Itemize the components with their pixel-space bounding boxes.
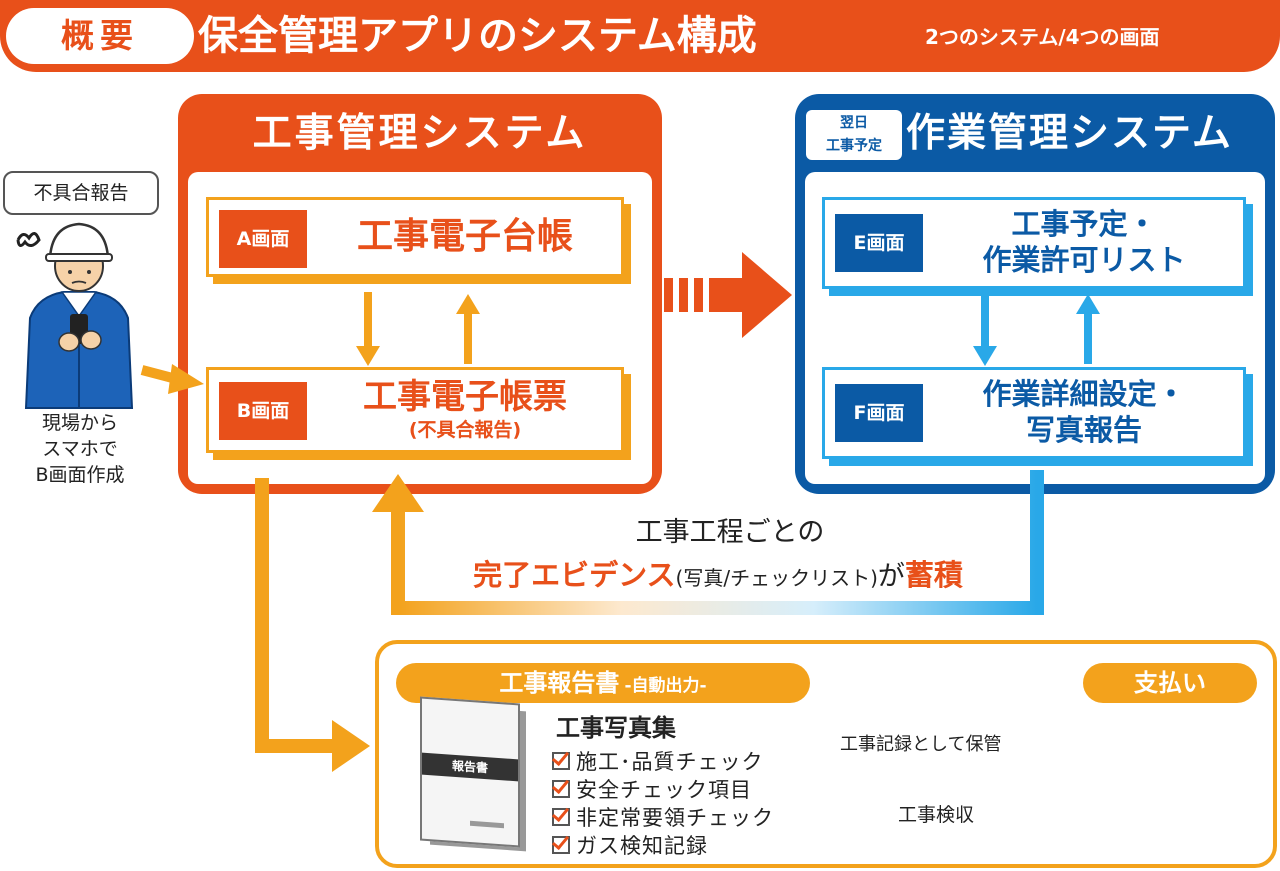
worker-eye-left <box>68 270 72 274</box>
evidence-accumulate: 蓄積 <box>904 558 963 592</box>
page-title: 保全管理アプリのシステム構成 <box>198 13 757 59</box>
worker-mouth <box>71 280 87 284</box>
checkbox-icon <box>552 780 570 798</box>
b-to-a-arrowhead <box>456 294 480 314</box>
next-day-schedule-tag <box>806 110 902 160</box>
checkbox-icon <box>552 752 570 770</box>
fault-report-label: 不具合報告 <box>3 171 159 215</box>
screen-f-card[interactable]: F画面 作業詳細設定・ 写真報告 <box>822 367 1246 459</box>
screen-e-label-line2: 作業許可リスト <box>982 243 1186 277</box>
checkbox-icon <box>552 808 570 826</box>
worker-illustration <box>16 222 134 409</box>
system-arrow-body <box>709 278 745 312</box>
a-to-b-arrowhead <box>356 346 380 366</box>
checklist-item: ガス検知記録 <box>552 832 774 860</box>
system-arrow-stripe-3 <box>694 278 703 312</box>
screen-a-card[interactable]: A画面 工事電子台帳 <box>206 197 624 277</box>
header-bar <box>0 0 1280 72</box>
screen-e-card[interactable]: E画面 工事予定・ 作業許可リスト <box>822 197 1246 289</box>
evidence-highlight: 完了エビデンス <box>473 558 676 592</box>
checkbox-icon <box>552 836 570 854</box>
evidence-line1: 工事工程ごとの <box>635 517 825 548</box>
worker-helmet <box>48 222 110 260</box>
evidence-loop-line <box>391 470 1044 615</box>
checklist-item: 非定常要領チェック <box>552 804 774 832</box>
next-day-schedule-label: 翌日 工事予定 <box>826 115 882 154</box>
worker-hand-left <box>58 332 80 352</box>
screen-f-label-line2: 写真報告 <box>1025 413 1142 447</box>
erp-label: ERP (SAP) <box>1110 770 1252 816</box>
screen-f-tag: F画面 <box>835 384 923 442</box>
page-subtitle: 2つのシステム/4つの画面 <box>925 25 1160 49</box>
inspect-flow-label: 工事検収 <box>890 800 983 827</box>
evidence-detail: (写真/チェックリスト) <box>675 566 878 590</box>
worker-eye-right <box>87 270 91 274</box>
report-flow-line <box>255 478 340 753</box>
screen-f-label-line1: 作業詳細設定・ <box>982 377 1186 411</box>
work-system-title: 作業管理システム <box>906 111 1233 156</box>
report-header: 工事報告書 -自動出力- <box>396 663 810 703</box>
system-arrow-stripe-2 <box>679 278 688 312</box>
checklist-item: 施工･品質チェック <box>552 748 774 776</box>
store-flow-label: 工事記録として保管 <box>840 734 1002 755</box>
screen-e-tag: E画面 <box>835 214 923 272</box>
report-title: 工事報告書 <box>499 669 620 697</box>
screen-b-sublabel: (不具合報告) <box>408 419 522 441</box>
erp-name: ERP <box>1154 770 1208 798</box>
construction-system-title: 工事管理システム <box>252 111 588 156</box>
screen-b-label: 工事電子帳票 <box>363 377 567 417</box>
screen-e-label-line1: 工事予定・ <box>1011 207 1157 241</box>
screen-b-card[interactable]: B画面 工事電子帳票 (不具合報告) <box>206 367 624 453</box>
screen-b-tag: B画面 <box>219 382 307 440</box>
report-flow-arrowhead <box>332 720 370 772</box>
system-arrow-stripe-1 <box>664 278 673 312</box>
overview-badge-label: 概要 <box>61 16 139 55</box>
overview-badge <box>6 8 194 64</box>
report-title-suffix: -自動出力- <box>624 676 707 696</box>
checklist: 施工･品質チェック 安全チェック項目 非定常要領チェック ガス検知記録 <box>552 748 774 860</box>
f-to-e-arrowhead <box>1076 294 1100 314</box>
worker-worry-scribble <box>16 232 41 247</box>
e-to-f-arrowhead <box>973 346 997 366</box>
screen-a-tag: A画面 <box>219 210 307 268</box>
screen-a-label: 工事電子台帳 <box>356 216 573 257</box>
worker-arrowhead <box>168 364 204 394</box>
evidence-loop-arrowhead <box>372 474 424 512</box>
worker-hand-right <box>80 330 102 350</box>
payment-header: 支払い <box>1083 663 1257 703</box>
worker-caption: 現場から スマホで B画面作成 <box>35 412 125 486</box>
photo-collection-title: 工事写真集 <box>556 714 676 742</box>
erp-subname: (SAP) <box>1157 798 1205 816</box>
evidence-particle: が <box>877 561 905 592</box>
worker-helmet-brim <box>45 253 113 262</box>
checklist-item: 安全チェック項目 <box>552 776 774 804</box>
evidence-line2: 完了エビデンス(写真/チェックリスト)が蓄積 <box>408 552 1028 594</box>
system-arrowhead <box>742 252 792 338</box>
